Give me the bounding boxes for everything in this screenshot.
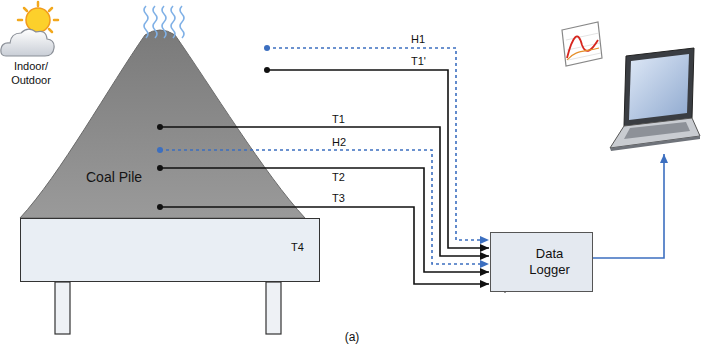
platform: T4	[20, 218, 320, 282]
laptop-icon	[610, 48, 700, 151]
platform-leg	[55, 282, 70, 334]
signal-name: T3	[330, 192, 347, 204]
sensor-dot	[264, 67, 270, 73]
sensor-dot	[157, 124, 163, 130]
environment-label: Indoor/ Outdoor	[2, 60, 60, 88]
data-link	[593, 154, 664, 258]
chart-icon	[562, 22, 602, 66]
coal-pile: Coal Pile	[20, 25, 305, 218]
figure-caption: (a)	[340, 330, 364, 344]
signal-name: H2	[330, 136, 348, 148]
node-text: Coal Pile	[86, 169, 142, 185]
sensor-dot	[264, 45, 270, 51]
signal-name: H1	[410, 33, 426, 47]
sensor-dot	[157, 165, 163, 171]
signal-name: T1	[330, 113, 347, 125]
platform-leg	[266, 282, 281, 334]
signal-name: T2	[330, 171, 347, 183]
weather-icon	[1, 2, 58, 56]
data-logger: Data Logger	[490, 232, 593, 292]
humidity-wire	[267, 48, 489, 240]
coal-pile-shape	[20, 25, 305, 218]
node-text: Data Logger	[521, 246, 579, 277]
signal-name: T1'	[410, 55, 427, 69]
node-text: T4	[291, 241, 304, 253]
sensor-dot	[157, 204, 163, 210]
sensor-dot	[157, 147, 163, 153]
